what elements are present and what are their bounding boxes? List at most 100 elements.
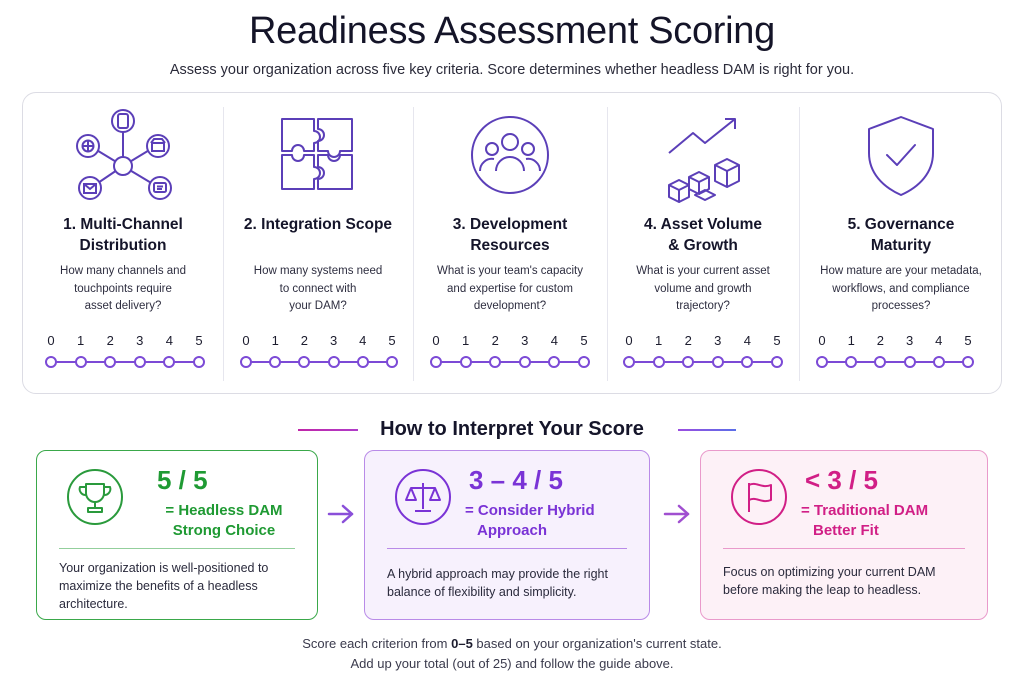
growth-cubes-icon xyxy=(668,118,740,203)
scale-label: 0 xyxy=(242,333,250,348)
scale-point-3[interactable] xyxy=(518,356,531,368)
scale-track xyxy=(822,361,968,363)
flag-icon xyxy=(729,467,789,527)
scale-label: 3 xyxy=(136,333,144,348)
scale-point-4[interactable] xyxy=(163,356,176,368)
scale-label: 2 xyxy=(876,333,884,348)
interpretation-heading: How to Interpret Your Score xyxy=(380,418,644,440)
score-card-headless: 5 / 5 = Headless DAM Strong Choice Your … xyxy=(36,450,318,620)
scale-point-5[interactable] xyxy=(193,356,205,368)
scale-label: 1 xyxy=(654,333,663,348)
score-value: < 3 / 5 xyxy=(805,465,878,495)
scale-point-2[interactable] xyxy=(104,356,117,368)
criterion-title: 1. Multi-Channel Distribution xyxy=(63,216,183,254)
scale-point-2[interactable] xyxy=(298,356,311,368)
scale-point-5[interactable] xyxy=(578,356,590,368)
criterion-title: 5. Governance Maturity xyxy=(847,216,955,254)
scale-label: 4 xyxy=(165,333,173,348)
scale-point-3[interactable] xyxy=(903,356,916,368)
page-subtitle: Assess your organization across five key… xyxy=(169,62,855,78)
scale-label: 5 xyxy=(195,333,203,348)
score-description: A hybrid approach may provide the right … xyxy=(387,567,608,599)
shield-check-icon xyxy=(868,116,934,196)
footer-instructions: Score each criterion from 0–5 based on y… xyxy=(302,636,722,671)
criteria-panel: 1. Multi-Channel Distribution How many c… xyxy=(22,92,1002,394)
puzzle-icon xyxy=(281,118,353,190)
score-value: 5 / 5 xyxy=(157,465,208,495)
scale-label: 5 xyxy=(964,333,972,348)
scale-point-5[interactable] xyxy=(771,356,783,368)
scale-track xyxy=(246,361,392,363)
scale-point-4[interactable] xyxy=(741,356,754,368)
scale-point-0[interactable] xyxy=(816,356,828,368)
scale-label: 0 xyxy=(818,333,826,348)
column-divider xyxy=(223,107,224,381)
scale-point-4[interactable] xyxy=(356,356,369,368)
card-divider xyxy=(723,548,965,549)
criterion-multi-channel: 1. Multi-Channel Distribution How many c… xyxy=(23,93,223,395)
scale-point-3[interactable] xyxy=(133,356,146,368)
score-description: Focus on optimizing your current DAM bef… xyxy=(723,565,936,597)
scale-label: 2 xyxy=(300,333,308,348)
heading-rule xyxy=(678,429,736,431)
card-divider xyxy=(387,548,627,549)
scale-point-0[interactable] xyxy=(240,356,252,368)
network-hub-icon xyxy=(76,109,172,200)
scale-point-0[interactable] xyxy=(430,356,442,368)
scale-point-1[interactable] xyxy=(74,356,87,368)
scale-label: 3 xyxy=(521,333,529,348)
criterion-integration-scope: 2. Integration Scope How many systems ne… xyxy=(223,93,413,395)
scale-point-1[interactable] xyxy=(652,356,665,368)
score-scale: 0 1 2 3 4 5 xyxy=(623,333,783,373)
scale-track xyxy=(51,361,199,363)
criterion-description: What is your team's capacity and experti… xyxy=(437,265,583,312)
scale-label: 2 xyxy=(491,333,499,348)
scale-label: 3 xyxy=(714,333,722,348)
scale-point-2[interactable] xyxy=(489,356,502,368)
scale-track xyxy=(629,361,777,363)
scale-point-3[interactable] xyxy=(327,356,340,368)
scale-label: 4 xyxy=(743,333,751,348)
criterion-title: 2. Integration Scope xyxy=(243,216,393,233)
scale-point-4[interactable] xyxy=(548,356,561,368)
scale-point-2[interactable] xyxy=(682,356,695,368)
score-card-traditional: < 3 / 5 = Traditional DAM Better Fit Foc… xyxy=(700,450,988,620)
scale-point-4[interactable] xyxy=(932,356,945,368)
scale-point-0[interactable] xyxy=(45,356,57,368)
column-divider xyxy=(607,107,608,381)
criterion-title: 3. Development Resources xyxy=(452,216,568,254)
scale-point-3[interactable] xyxy=(711,356,724,368)
scale-point-5[interactable] xyxy=(386,356,398,368)
scale-point-0[interactable] xyxy=(623,356,635,368)
scale-point-1[interactable] xyxy=(845,356,858,368)
scale-label: 1 xyxy=(76,333,85,348)
scale-label: 1 xyxy=(271,333,279,348)
scales-icon xyxy=(393,467,453,527)
scale-label: 0 xyxy=(625,333,633,348)
column-divider xyxy=(799,107,800,381)
criterion-title: 4. Asset Volume & Growth xyxy=(643,216,762,254)
page-title: Readiness Assessment Scoring xyxy=(249,10,775,52)
team-icon xyxy=(471,116,549,194)
criterion-description: How many systems need to connect with yo… xyxy=(253,265,383,312)
column-divider xyxy=(413,107,414,381)
scale-point-2[interactable] xyxy=(874,356,887,368)
scale-point-1[interactable] xyxy=(459,356,472,368)
scale-point-1[interactable] xyxy=(269,356,282,368)
trophy-icon xyxy=(65,467,125,527)
scale-point-5[interactable] xyxy=(962,356,974,368)
scale-label: 4 xyxy=(935,333,943,348)
scale-label: 1 xyxy=(847,333,855,348)
score-description: Your organization is well-positioned to … xyxy=(59,561,269,611)
heading-rule xyxy=(298,429,358,431)
scale-label: 5 xyxy=(773,333,781,348)
scale-label: 2 xyxy=(684,333,692,348)
card-divider xyxy=(59,548,295,549)
arrow-right-icon xyxy=(327,504,354,524)
scale-track xyxy=(436,361,584,363)
criterion-asset-volume: 4. Asset Volume & Growth What is your cu… xyxy=(607,93,799,395)
